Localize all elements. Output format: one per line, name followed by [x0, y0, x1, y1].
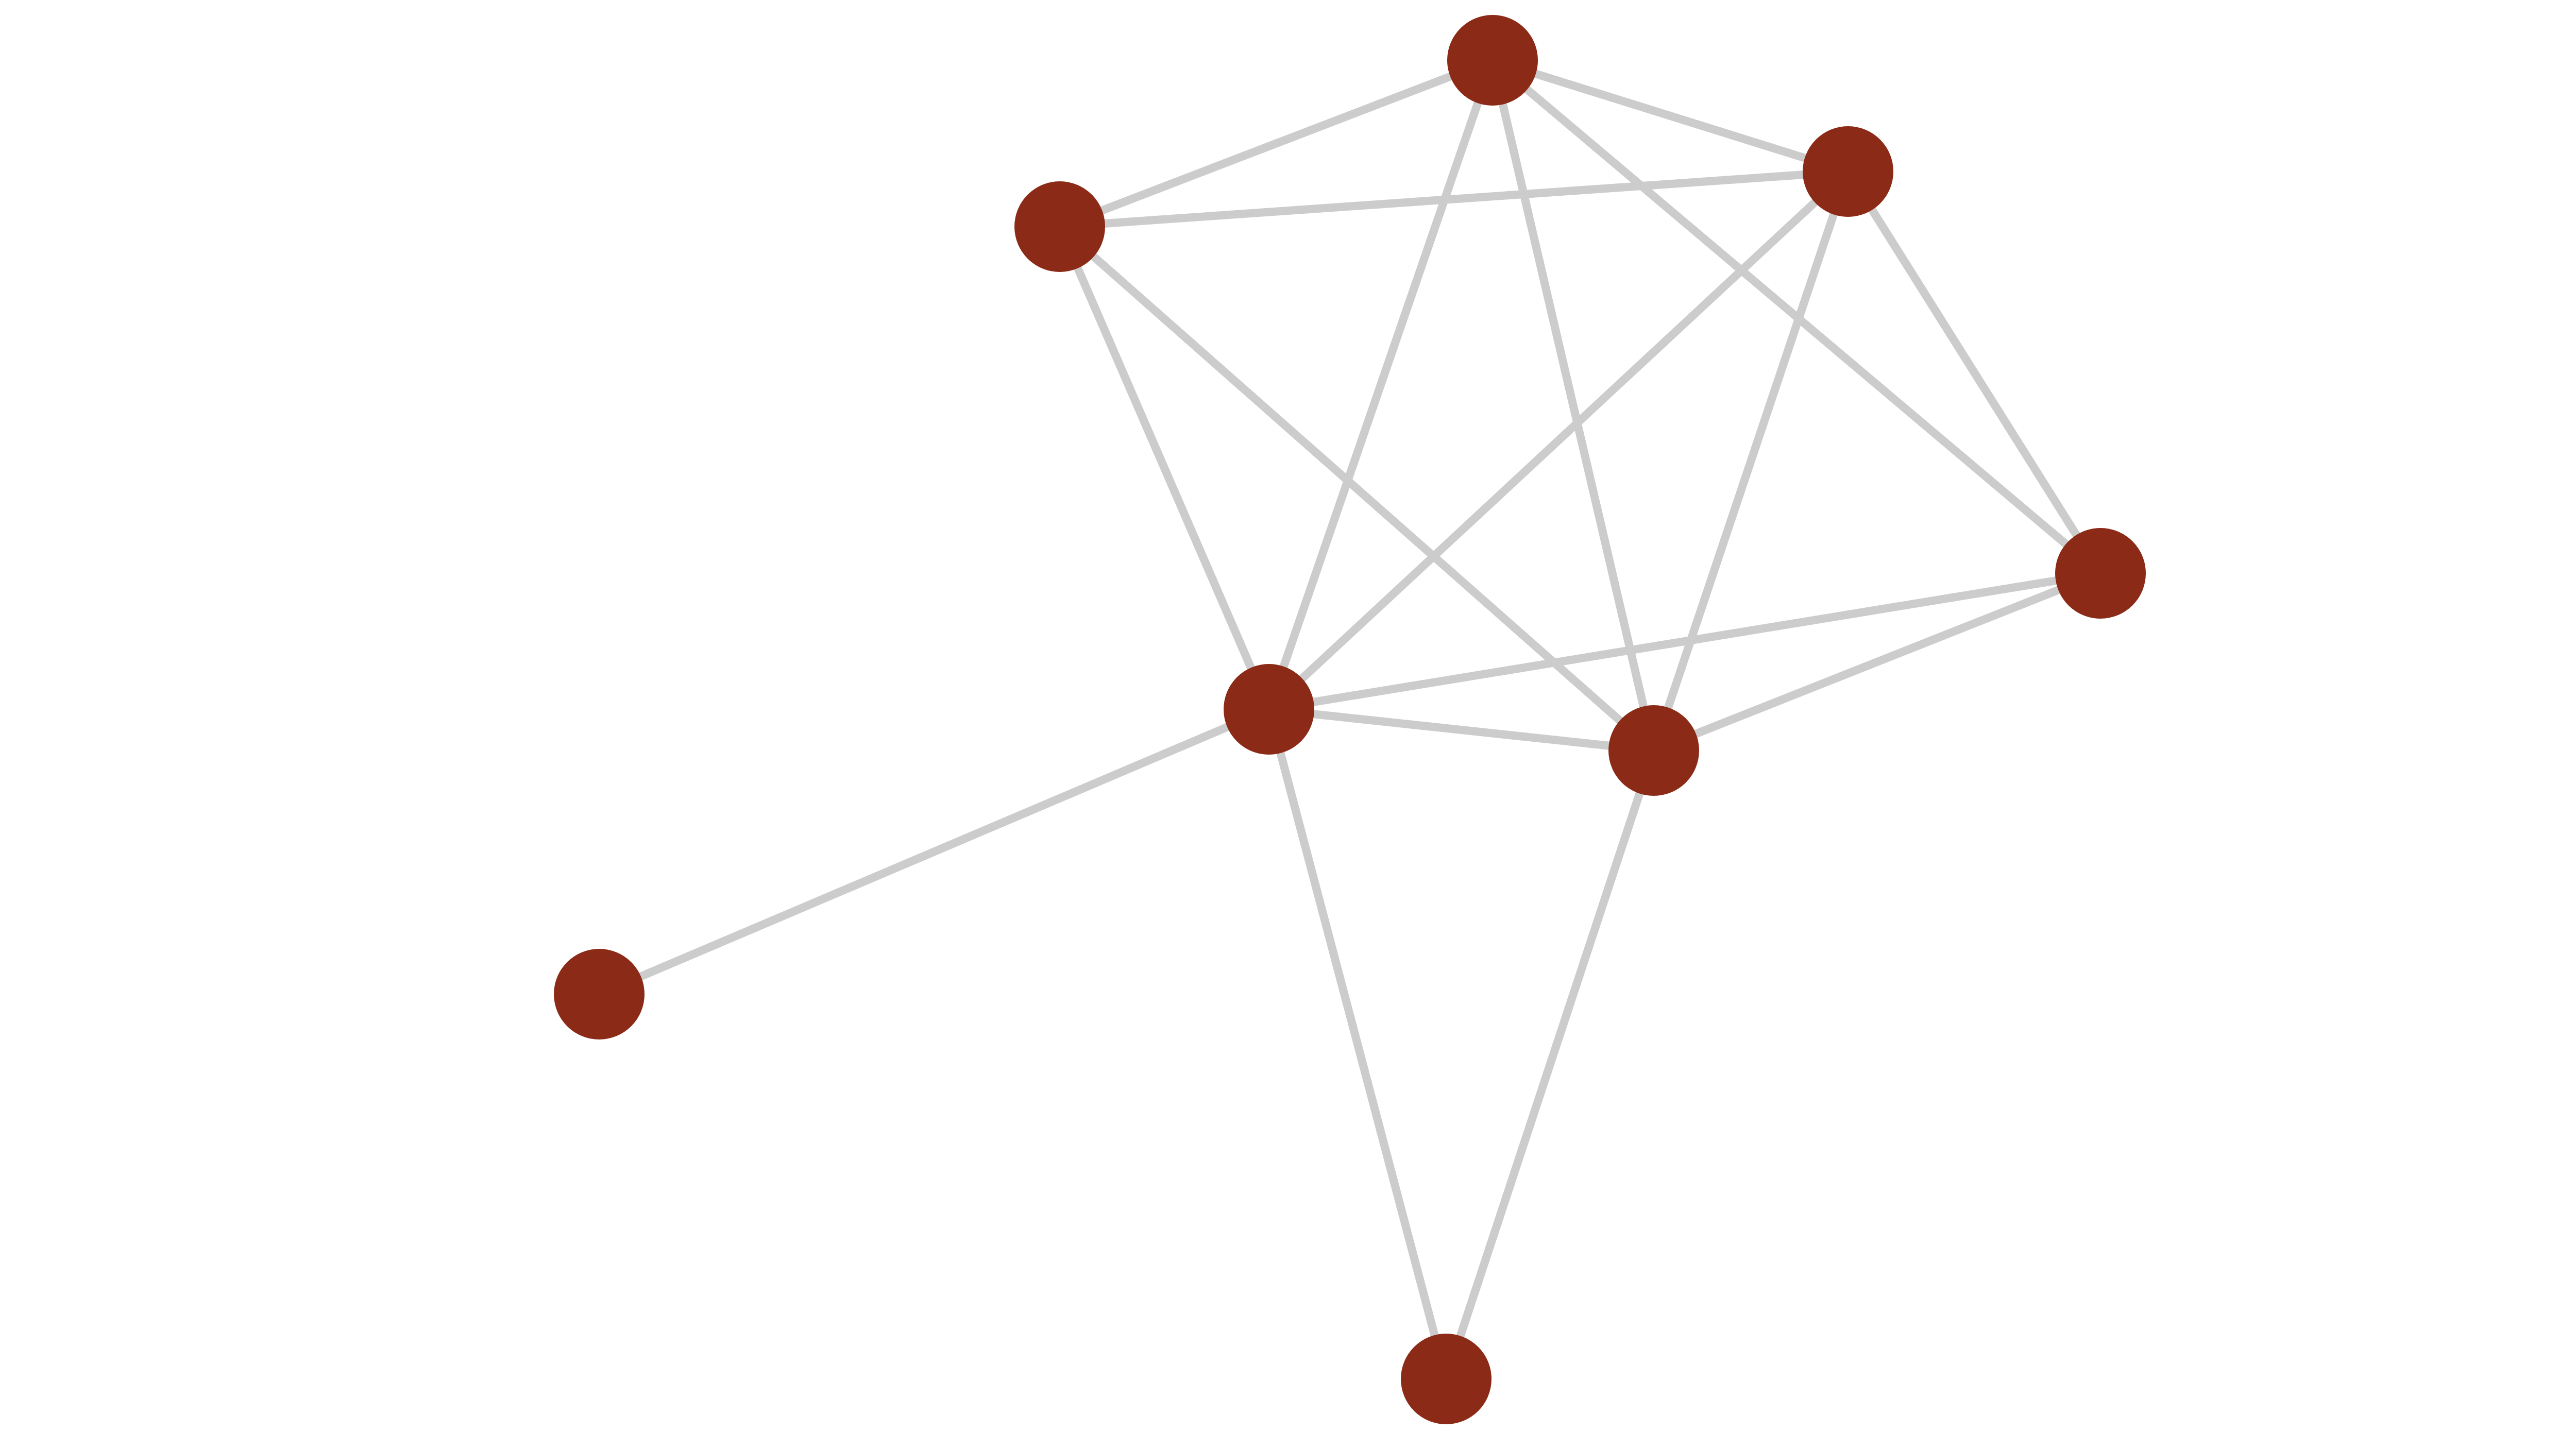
- edge-n3-n4: [1844, 167, 2105, 577]
- edge-n3-n5: [1265, 167, 1852, 713]
- edge-n4-n5: [1265, 569, 2105, 713]
- edge-n1-n3: [1488, 56, 1852, 176]
- node-n3: [1803, 126, 1893, 217]
- edge-n4-n6: [1650, 569, 2105, 755]
- edge-layer: [595, 56, 2105, 1383]
- node-n5: [1224, 664, 1314, 755]
- edge-n5-n8: [1265, 705, 1450, 1383]
- edge-n5-n7: [595, 705, 1273, 998]
- node-layer: [554, 15, 2146, 1424]
- edge-n5-n6: [1265, 705, 1658, 755]
- edge-n3-n6: [1650, 167, 1852, 755]
- edge-n1-n5: [1265, 56, 1497, 713]
- node-n6: [1608, 705, 1699, 796]
- edge-n2-n3: [1056, 167, 1852, 231]
- edge-n6-n8: [1442, 746, 1658, 1383]
- node-n1: [1447, 15, 1538, 106]
- node-n2: [1014, 181, 1105, 272]
- edge-n2-n5: [1056, 223, 1273, 713]
- node-n8: [1401, 1334, 1492, 1424]
- node-n7: [554, 949, 645, 1039]
- node-n4: [2055, 528, 2146, 619]
- edge-n1-n6: [1488, 56, 1658, 755]
- edge-n1-n2: [1056, 56, 1497, 231]
